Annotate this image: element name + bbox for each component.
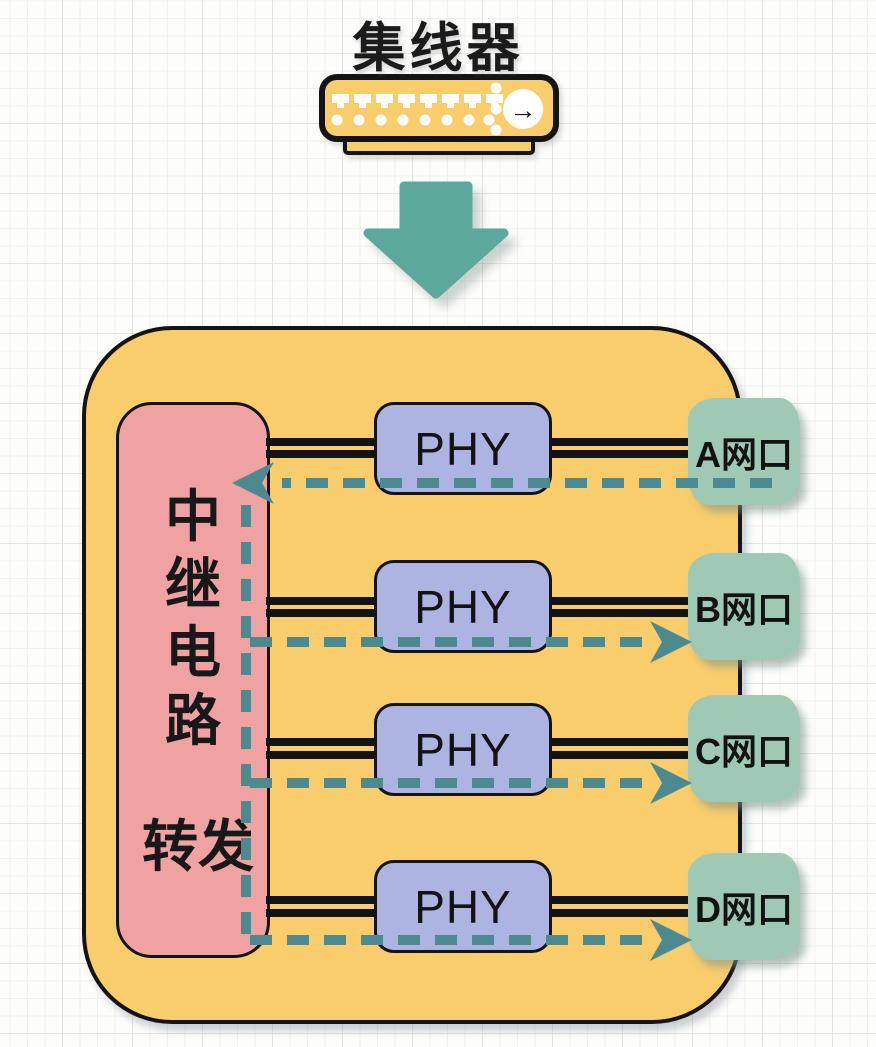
port-label: B网口 <box>695 588 793 630</box>
relay-label-char: 中 <box>165 485 221 548</box>
down-arrow-icon <box>363 181 509 299</box>
hub-port-icons <box>331 82 543 136</box>
relay-label-char: 继 <box>165 553 221 616</box>
phy-box-d: PHY <box>374 860 552 953</box>
phy-box-b: PHY <box>374 560 552 653</box>
relay-label-char: 路 <box>165 689 221 752</box>
port-sticker-a: A网口 <box>688 398 800 505</box>
port-sticker-b: B网口 <box>688 553 800 660</box>
phy-label: PHY <box>414 580 512 633</box>
port-sticker-d: D网口 <box>688 853 800 960</box>
port-label: C网口 <box>695 730 793 772</box>
hub-uplink-circle <box>503 89 543 129</box>
phy-label: PHY <box>414 723 512 776</box>
phy-label: PHY <box>414 880 512 933</box>
hub-device-icon <box>319 74 559 155</box>
phy-label: PHY <box>414 422 512 475</box>
phy-box-a: PHY <box>374 402 552 495</box>
hub-uplink-arrow-icon: → <box>509 94 537 125</box>
port-label: D网口 <box>695 888 793 930</box>
port-sticker-c: C网口 <box>688 695 800 802</box>
phy-box-c: PHY <box>374 703 552 796</box>
relay-forward-label: 转发 <box>142 815 254 878</box>
relay-label-char: 电 <box>165 621 221 684</box>
port-label: A网口 <box>695 433 793 475</box>
diagram-title: 集线器 <box>352 19 524 78</box>
